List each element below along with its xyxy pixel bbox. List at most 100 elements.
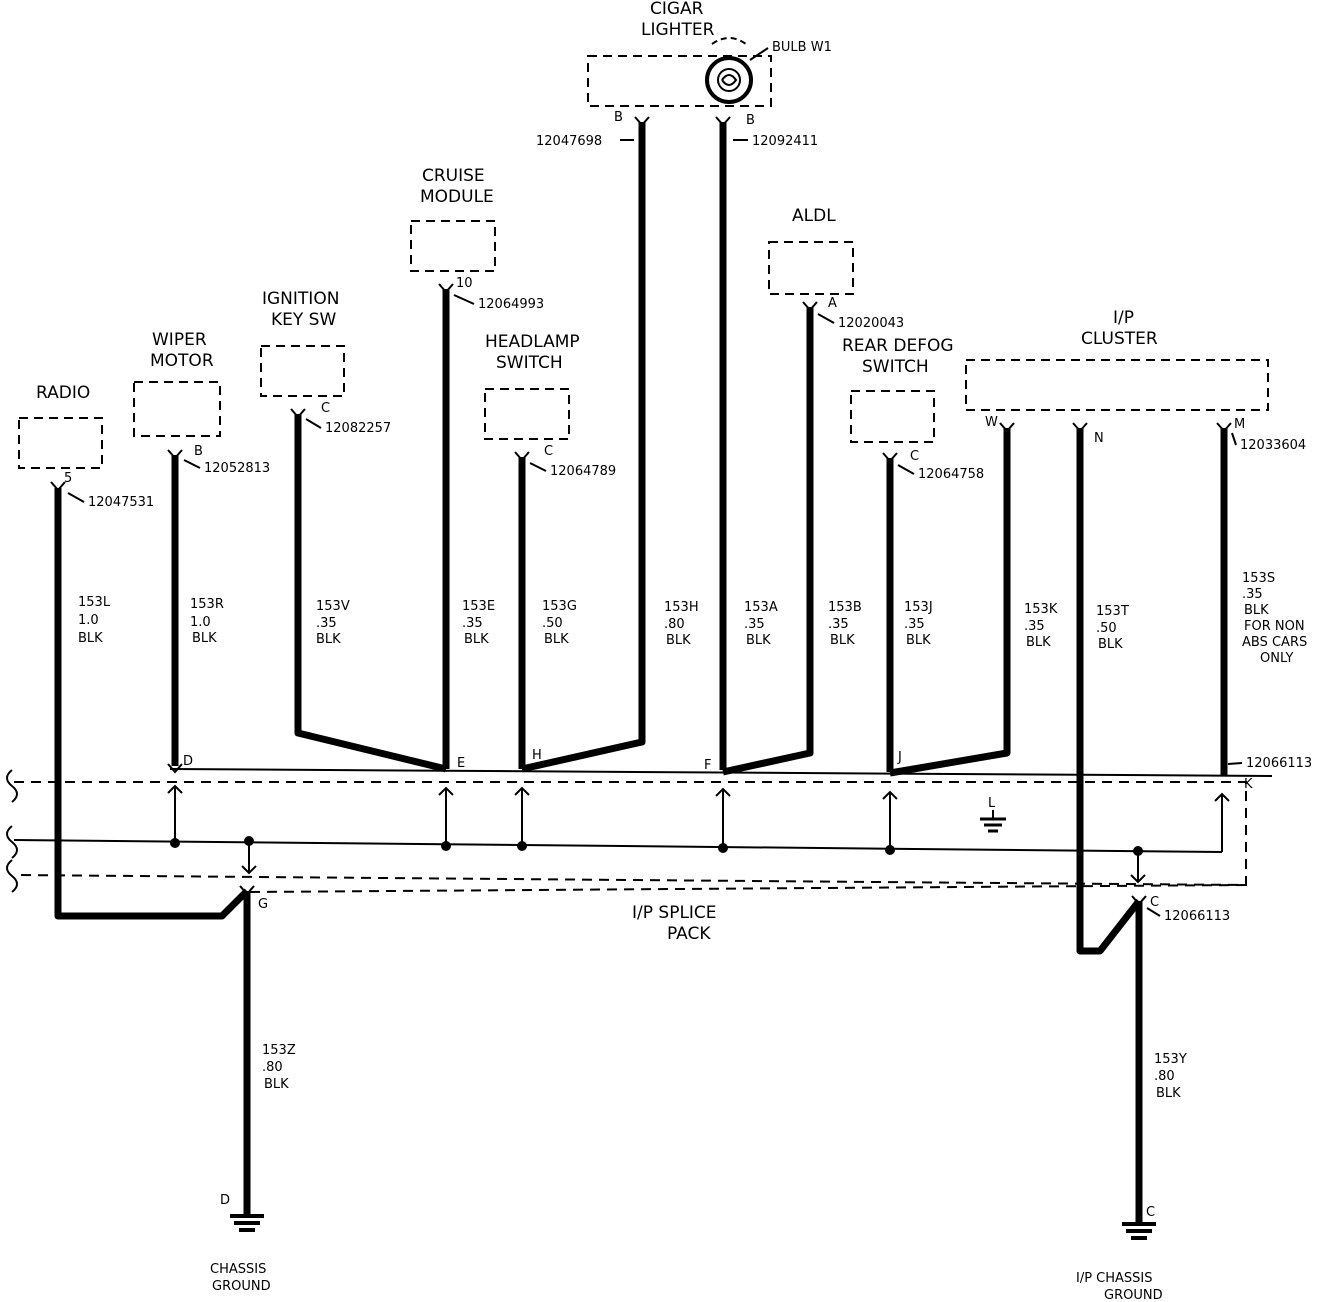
pin-defog: C	[910, 449, 919, 464]
svg-text:BLK: BLK	[906, 633, 931, 648]
pin-splice-h: H	[532, 748, 542, 763]
svg-text:153Y: 153Y	[1154, 1052, 1187, 1067]
wire-153b	[722, 307, 814, 776]
splice-k-connector: 12066113	[1246, 756, 1312, 771]
wiper-connector: 12052813	[204, 461, 270, 476]
svg-text:.35: .35	[1024, 619, 1045, 634]
svg-text:BLK: BLK	[1098, 637, 1123, 652]
svg-text:BLK: BLK	[1156, 1086, 1181, 1101]
wiper-motor-box	[133, 381, 221, 437]
svg-text:.50: .50	[1096, 621, 1117, 636]
ip-label-1: I/P	[1113, 308, 1134, 328]
ip-label-2: CLUSTER	[1081, 329, 1158, 349]
ign-connector: 12082257	[325, 421, 391, 436]
splice-up-arrows	[167, 784, 1230, 884]
svg-text:.35: .35	[462, 616, 483, 631]
pin-splice-j: J	[897, 750, 902, 765]
headlamp-label-1: HEADLAMP	[485, 332, 580, 352]
wiper-label-1: WIPER	[152, 330, 207, 350]
pin-ground-d: D	[220, 1193, 230, 1208]
svg-text:153J: 153J	[904, 600, 933, 615]
pin-splice-c: C	[1150, 895, 1159, 910]
bulb-label: BULB W1	[772, 40, 832, 55]
ip-connector: 12033604	[1240, 438, 1306, 453]
pin-ip-w: W	[985, 415, 998, 430]
pin-cigar-left: B	[614, 110, 623, 125]
headlamp-switch-box	[484, 388, 570, 440]
svg-text:.35: .35	[828, 617, 849, 632]
svg-text:153R: 153R	[190, 597, 224, 612]
splice-pack-outline	[13, 781, 1247, 893]
svg-text:BLK: BLK	[264, 1077, 289, 1092]
radio-connector: 12047531	[88, 495, 154, 510]
ip-chassis-ground-label-1: I/P CHASSIS	[1076, 1271, 1153, 1286]
svg-text:153T: 153T	[1096, 604, 1129, 619]
svg-text:BLK: BLK	[666, 633, 691, 648]
svg-text:FOR NON: FOR NON	[1244, 619, 1305, 634]
pin-splice-l: L	[988, 796, 996, 811]
svg-text:BLK: BLK	[746, 633, 771, 648]
wire-label-153t: 153T .50 BLK	[1096, 604, 1129, 652]
connector-leaders	[67, 139, 1243, 917]
aldl-box	[768, 241, 854, 295]
pin-ign: C	[321, 401, 330, 416]
svg-text:BLK: BLK	[830, 633, 855, 648]
cruise-label-1: CRUISE	[422, 166, 485, 186]
chassis-ground-label-1: CHASSIS	[210, 1262, 266, 1277]
svg-text:ABS CARS: ABS CARS	[1242, 635, 1307, 650]
svg-text:153A: 153A	[744, 600, 778, 615]
wire-label-153j: 153J .35 BLK	[904, 600, 933, 648]
svg-text:1.0: 1.0	[190, 615, 211, 630]
wire-label-153k: 153K .35 BLK	[1024, 602, 1058, 650]
svg-text:BLK: BLK	[1026, 635, 1051, 650]
ip-chassis-ground-label-2: GROUND	[1104, 1288, 1163, 1302]
cruise-connector: 12064993	[478, 297, 544, 312]
svg-text:BLK: BLK	[1244, 603, 1269, 618]
wire-label-153a: 153A .35 BLK	[744, 600, 778, 648]
wire-label-153b: 153B .35 BLK	[828, 600, 862, 648]
wire-153t	[1076, 428, 1142, 955]
cigar-lighter-box	[587, 55, 772, 107]
cigar-label-2: LIGHTER	[641, 20, 715, 40]
svg-text:153G: 153G	[542, 599, 577, 614]
bulb-icon	[705, 37, 769, 104]
splice-label-1: I/P SPLICE	[632, 903, 717, 923]
aldl-label: ALDL	[792, 206, 836, 226]
svg-text:153H: 153H	[664, 600, 699, 615]
svg-text:ONLY: ONLY	[1260, 651, 1293, 666]
pin-ip-m: M	[1234, 417, 1245, 432]
svg-text:.80: .80	[1154, 1069, 1175, 1084]
cigar-right-connector: 12092411	[752, 134, 818, 149]
pin-chevrons	[50, 116, 1232, 906]
cigar-label-1: CIGAR	[650, 0, 704, 19]
radio-box	[18, 417, 103, 469]
defog-connector: 12064758	[918, 467, 984, 482]
splice-ground-icon	[980, 810, 1006, 833]
pin-splice-e: E	[457, 756, 465, 771]
ip-chassis-ground-icon	[1122, 1222, 1156, 1240]
splice-junction-dots	[170, 836, 1143, 856]
wire-153h	[521, 122, 646, 773]
svg-text:153K: 153K	[1024, 602, 1058, 617]
harness-break-icon	[6, 769, 18, 893]
pin-splice-f: F	[704, 758, 711, 773]
svg-text:.35: .35	[1242, 587, 1263, 602]
pin-aldl: A	[828, 296, 837, 311]
svg-text:.35: .35	[744, 617, 765, 632]
pin-splice-g: G	[258, 897, 268, 912]
svg-text:.80: .80	[664, 617, 685, 632]
rear-defog-switch-box	[850, 390, 935, 443]
svg-text:153Z: 153Z	[262, 1043, 296, 1058]
wire-label-153l: 153L 1.0 BLK	[78, 595, 111, 646]
radio-label: RADIO	[36, 383, 90, 403]
defog-label-2: SWITCH	[862, 357, 929, 377]
pin-cruise: 10	[456, 276, 473, 291]
pin-wiper: B	[194, 444, 203, 459]
svg-text:.80: .80	[262, 1060, 283, 1075]
wiper-label-2: MOTOR	[150, 351, 214, 371]
aldl-connector: 12020043	[838, 316, 904, 331]
wire-153k	[889, 428, 1011, 777]
pin-ground-c: C	[1146, 1205, 1155, 1220]
svg-text:1.0: 1.0	[78, 613, 99, 628]
svg-text:153E: 153E	[462, 599, 495, 614]
